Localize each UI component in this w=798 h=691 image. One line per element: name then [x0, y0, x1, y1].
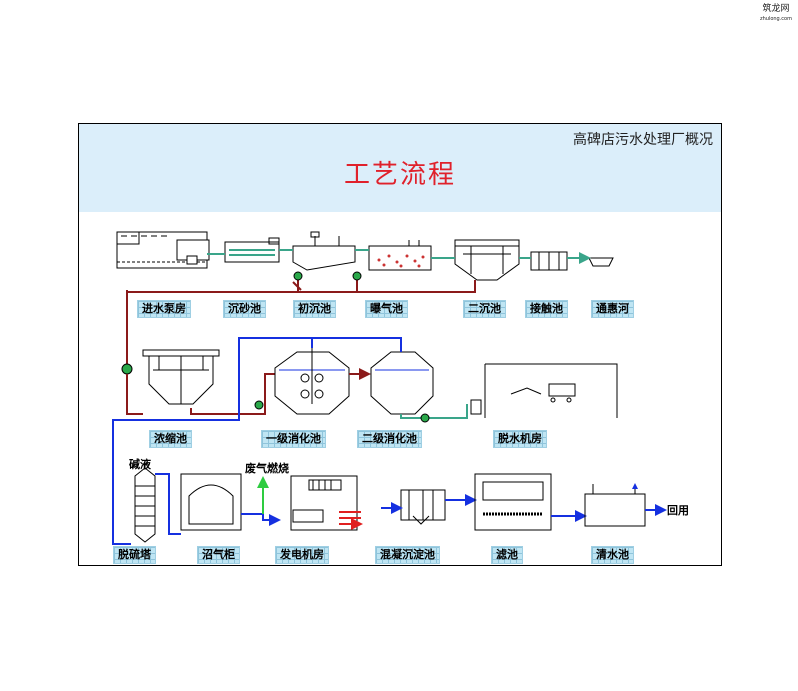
slide-subtitle: 高碑店污水处理厂概况: [573, 132, 713, 148]
label-clear-water-tank: 清水池: [591, 546, 634, 564]
clear-water-tank-structure: [584, 484, 646, 527]
grit-chamber-structure: [224, 237, 280, 263]
dewatering-house-structure: [470, 363, 618, 418]
label-aeration-tank: 曝气池: [365, 300, 408, 318]
label-dewatering-house: 脱水机房: [493, 430, 547, 448]
label-contact-tank: 接触池: [525, 300, 568, 318]
label-thickener: 浓缩池: [149, 430, 192, 448]
secondary-digester-structure: [370, 351, 434, 415]
digester-outlet-line: [400, 404, 468, 419]
label-primary-digester: 一级消化池: [261, 430, 326, 448]
annotation-reuse: 回用: [667, 504, 689, 517]
gas-to-holder-line: [155, 473, 181, 535]
heat-arrows: [339, 511, 361, 524]
label-grit-chamber: 沉砂池: [223, 300, 266, 318]
pump-icon: [121, 363, 133, 375]
label-secondary-clarifier: 二沉池: [463, 300, 506, 318]
annotation-waste-gas: 废气燃烧: [245, 462, 289, 475]
brand-domain: zhulong.com: [759, 16, 792, 22]
label-primary-clarifier: 初沉池: [293, 300, 336, 318]
pump-icon: [254, 400, 264, 410]
primary-clarifier-structure: [292, 231, 356, 271]
filter-structure: [474, 473, 552, 531]
label-filter: 滤池: [491, 546, 523, 564]
river-outlet-structure: [588, 257, 614, 267]
pump-icon: [420, 413, 430, 423]
label-gas-holder: 沼气柜: [197, 546, 240, 564]
pump-icon: [352, 271, 362, 281]
annotation-alkali: 碱液: [129, 458, 151, 471]
generator-house-structure: [290, 475, 358, 531]
secondary-clarifier-structure: [454, 239, 520, 281]
process-diagram: [112, 231, 667, 545]
primary-digester-structure: [274, 348, 350, 415]
label-secondary-digester: 二级消化池: [357, 430, 422, 448]
brand-name: 筑龙网: [762, 4, 790, 14]
slide-title: 工艺流程: [343, 160, 456, 190]
biogas-line-2: [312, 337, 402, 352]
aeration-tank-structure: [368, 240, 432, 271]
label-pump-house: 进水泵房: [137, 300, 191, 318]
sludge-branch: [292, 281, 302, 291]
label-river: 通惠河: [591, 300, 634, 318]
brand-logo: 筑龙网 zhulong.com: [760, 4, 792, 24]
desulfurization-tower-structure: [134, 460, 156, 543]
thickener-structure: [142, 349, 220, 405]
water-flow-line: [207, 250, 589, 258]
sludge-to-thickener-line: [126, 374, 143, 415]
label-coagulation-sedimentation: 混凝沉淀池: [375, 546, 440, 564]
coagulation-tank-structure: [400, 489, 446, 525]
return-sludge-line: [126, 272, 476, 364]
pump-house-structure: [116, 231, 210, 269]
thickener-outlet-line: [190, 373, 275, 415]
gas-holder-structure: [180, 473, 242, 531]
gas-to-generator-line: [241, 513, 281, 526]
process-slide: 高碑店污水处理厂概况 工艺流程: [78, 123, 722, 566]
contact-tank-structure: [530, 251, 568, 271]
label-desulfurization-tower: 脱硫塔: [113, 546, 156, 564]
label-generator-house: 发电机房: [275, 546, 329, 564]
slide-header: 高碑店污水处理厂概况 工艺流程: [79, 124, 721, 212]
pump-icon: [293, 271, 303, 281]
